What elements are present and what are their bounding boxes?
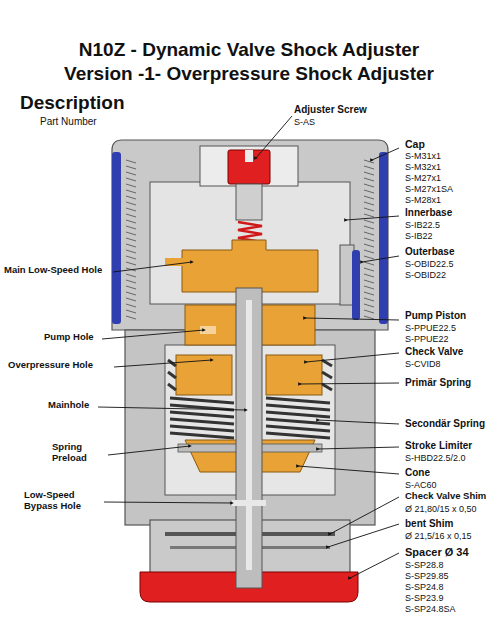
outerbase-seal — [352, 250, 360, 320]
title: N10Z - Dynamic Valve Shock Adjuster Vers… — [49, 38, 449, 86]
adjuster-screw — [228, 150, 270, 184]
part-name: Cone — [405, 467, 430, 479]
cap-seal — [379, 152, 388, 324]
part-number: S-M27x1SA — [405, 184, 453, 194]
part-number: S-M32x1 — [405, 162, 441, 172]
shaft — [236, 288, 262, 588]
part-name: Stroke Limiter — [405, 440, 472, 452]
part-number: S-AC60 — [405, 480, 437, 490]
part-name: Outerbase — [405, 246, 454, 258]
part-number: S-SP24.8SA — [405, 604, 456, 614]
part-number: S-M27x1 — [405, 173, 441, 183]
part-name: Primär Spring — [405, 377, 471, 389]
part-number: S-PPUE22.5 — [405, 323, 456, 333]
outerbase — [340, 245, 354, 305]
part-name: Description — [20, 92, 125, 114]
part-name: Adjuster Screw — [294, 104, 367, 116]
part-number: S-M31x1 — [405, 151, 441, 161]
part-number: Ø 21,80/15 x 0,50 — [405, 504, 477, 514]
part-number: S-SP24.8 — [405, 582, 444, 592]
innerbase — [150, 182, 350, 304]
part-name: Main Low-Speed Hole — [4, 265, 102, 276]
part-name: Check Valve Shim — [405, 491, 486, 502]
leader-line — [98, 116, 399, 578]
part-number: Part Number — [40, 116, 97, 128]
cap-recess — [200, 146, 298, 186]
part-number: Ø 21,5/16 x 0,15 — [405, 531, 472, 541]
part-name: Pump Hole — [44, 332, 94, 343]
needle — [236, 184, 262, 220]
part-number: S-CVID8 — [405, 359, 441, 369]
part-number: S-OBID22 — [405, 270, 446, 280]
part-number: S-SP28.8 — [405, 560, 444, 570]
adjuster-spring — [238, 222, 262, 242]
cap-seal — [112, 152, 121, 324]
part-name: Mainhole — [48, 400, 89, 411]
screw-slot — [245, 150, 253, 162]
part-number: S-HBD22.5/2.0 — [405, 453, 466, 463]
mainhole — [246, 300, 252, 570]
part-name: Overpressure Hole — [8, 360, 93, 371]
part-name: Secondär Spring — [405, 418, 485, 430]
part-number: S-AS — [294, 117, 315, 127]
part-number: S-M28x1 — [405, 195, 441, 205]
part-name: bent Shim — [405, 518, 453, 530]
part-number: S-SP23.9 — [405, 593, 444, 603]
part-name: Cap — [405, 138, 425, 150]
part-name: Spring Preload — [52, 442, 108, 464]
part-number: S-IB22.5 — [405, 220, 440, 230]
part-name: Innerbase — [405, 207, 452, 219]
part-number: S-PPUE22 — [405, 334, 449, 344]
part-name: Pump Piston — [405, 310, 466, 322]
part-name: Check Valve — [405, 346, 463, 358]
part-number: S-SP29.85 — [405, 571, 449, 581]
bypass-hole — [232, 500, 266, 506]
part-name: Low-Speed Bypass Hole — [24, 490, 104, 512]
part-number: S-OBID22.5 — [405, 259, 454, 269]
part-number: S-IB22 — [405, 231, 433, 241]
part-name: Spacer Ø 34 — [405, 546, 469, 559]
